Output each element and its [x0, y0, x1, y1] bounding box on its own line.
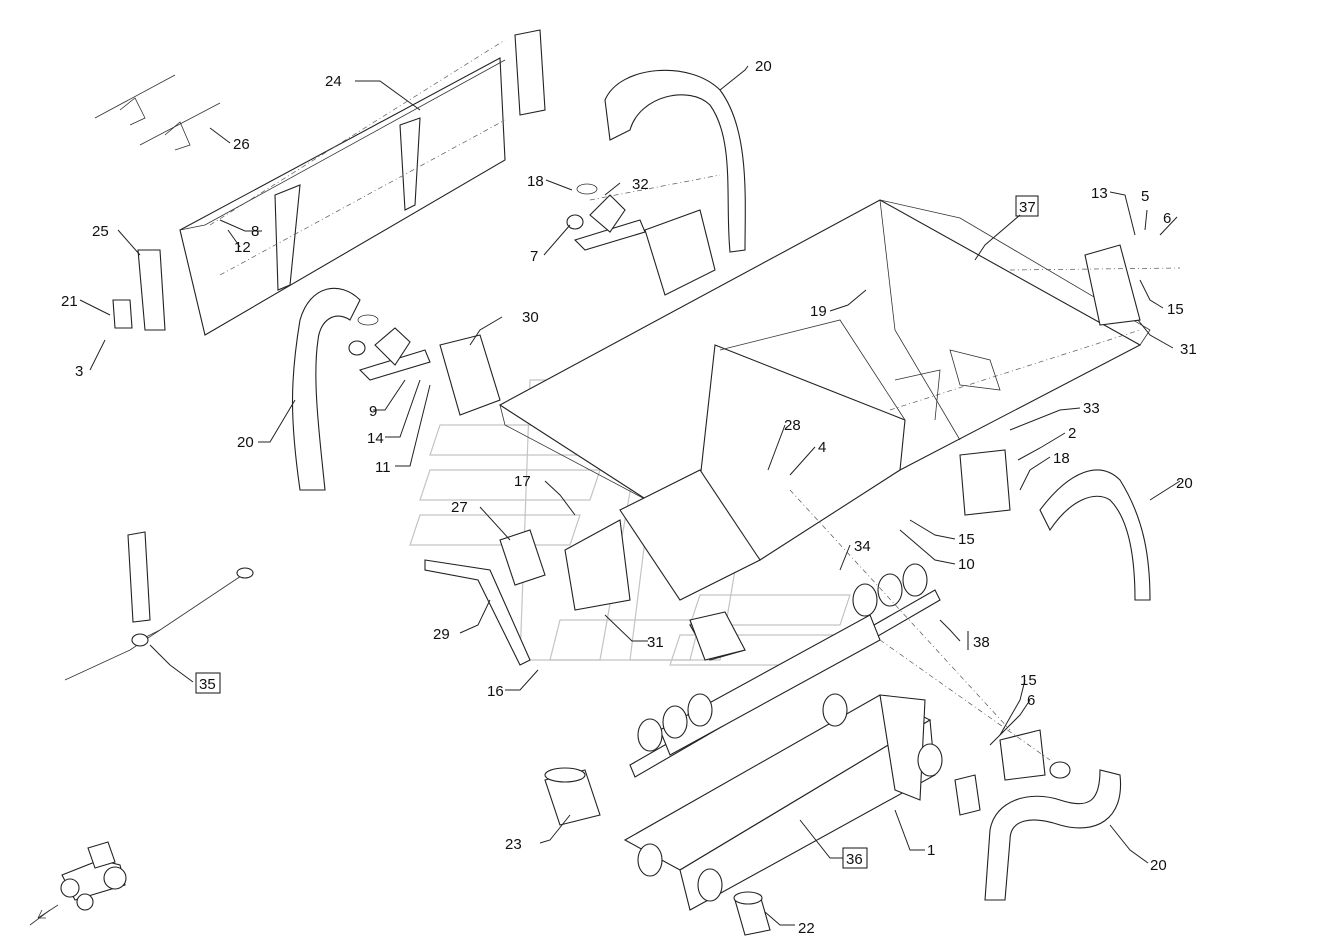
part-label-15-right: 15 [1167, 301, 1184, 318]
part-label-17: 17 [514, 473, 531, 490]
part-label-31-mid: 31 [647, 634, 664, 651]
cable-assembly [64, 531, 254, 681]
part-label-33: 33 [1083, 400, 1100, 417]
part-label-18-right: 18 [1053, 450, 1070, 467]
label-box-35 [195, 672, 221, 694]
part-label-36: 36 [846, 851, 863, 868]
part-label-2: 2 [1068, 425, 1076, 442]
part-label-15-bottom: 15 [1020, 672, 1037, 689]
part-label-38: 38 [973, 634, 990, 651]
side-brackets [424, 529, 546, 666]
part-label-23: 23 [505, 836, 522, 853]
hose-adapters [348, 183, 646, 381]
part-label-14: 14 [367, 430, 384, 447]
label-box-37 [1015, 195, 1039, 217]
seed-hopper [498, 199, 1151, 601]
side-plates [439, 209, 1141, 611]
part-label-37: 37 [1019, 199, 1036, 216]
part-label-26: 26 [233, 136, 250, 153]
part-label-5: 5 [1141, 188, 1149, 205]
part-label-8: 8 [251, 223, 259, 240]
part-label-20-top: 20 [755, 58, 772, 75]
part-label-3: 3 [75, 363, 83, 380]
part-label-31-right: 31 [1180, 341, 1197, 358]
part-label-10: 10 [958, 556, 975, 573]
part-label-19: 19 [810, 303, 827, 320]
part-label-20-right: 20 [1176, 475, 1193, 492]
leader-lines [79, 65, 1181, 926]
part-label-7: 7 [530, 248, 538, 265]
short-tubes [544, 611, 981, 936]
part-label-18-top: 18 [527, 173, 544, 190]
label-box-36 [842, 847, 868, 869]
tractor-icon [60, 841, 127, 911]
part-label-25: 25 [92, 223, 109, 240]
part-label-30: 30 [522, 309, 539, 326]
part-label-11: 11 [375, 459, 391, 476]
part-label-1: 1 [927, 842, 935, 859]
part-label-4: 4 [818, 439, 826, 456]
part-label-16: 16 [487, 683, 504, 700]
part-label-28: 28 [784, 417, 801, 434]
part-labels: 24 26 25 8 12 21 3 20 20 18 32 7 30 9 14… [61, 58, 1197, 937]
part-label-13: 13 [1091, 185, 1108, 202]
part-label-22: 22 [798, 920, 815, 937]
part-label-32: 32 [632, 176, 649, 193]
part-label-9: 9 [369, 403, 377, 420]
part-label-15-mid: 15 [958, 531, 975, 548]
hoses [291, 69, 1151, 901]
part-label-6-top: 6 [1163, 210, 1171, 227]
part-label-12: 12 [234, 239, 251, 256]
cover-clips [94, 74, 221, 151]
part-label-21: 21 [61, 293, 78, 310]
part-label-20-left: 20 [237, 434, 254, 451]
part-label-20-bottom: 20 [1150, 857, 1167, 874]
part-label-27: 27 [451, 499, 468, 516]
distributor-housing [623, 693, 1071, 911]
part-label-24: 24 [325, 73, 342, 90]
part-label-35: 35 [199, 676, 216, 693]
part-label-6-bottom: 6 [1027, 692, 1035, 709]
assembly-centerlines [209, 39, 1181, 761]
direction-arrow-icon [29, 904, 59, 926]
part-label-29: 29 [433, 626, 450, 643]
hopper-cover [112, 29, 546, 336]
part-label-34: 34 [854, 538, 871, 555]
